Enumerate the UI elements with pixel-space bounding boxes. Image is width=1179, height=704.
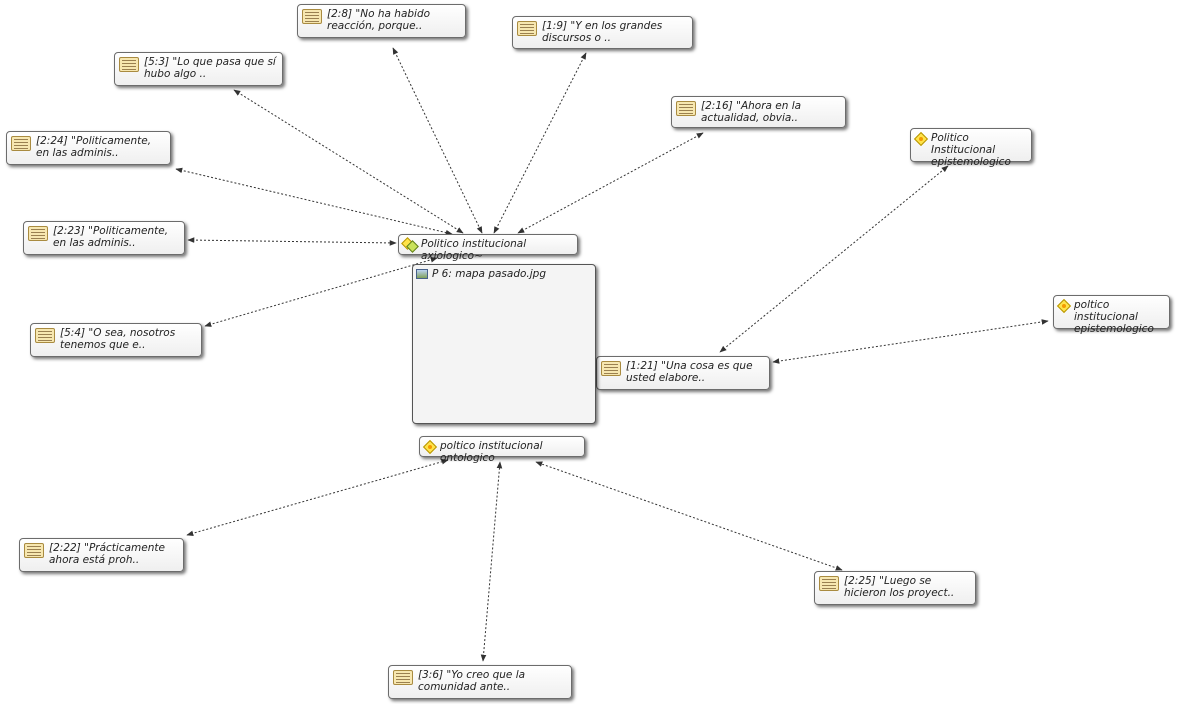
code-label: poltico institucional epistemologico (1074, 299, 1154, 335)
quote-1-9[interactable]: [1:9] "Y en los grandes discursos o .. (512, 16, 693, 49)
quotation-icon (24, 543, 44, 558)
quotation-icon (819, 576, 839, 591)
code-icon (1057, 299, 1071, 313)
link-axio-2-24 (175, 167, 453, 236)
code-epistemologico-1[interactable]: Politico Institucional epistemologico (910, 128, 1032, 168)
code-label: Politico institucional axiologico~ (421, 238, 527, 262)
document-header: P 6: mapa pasado.jpg (413, 265, 546, 283)
primary-document-node[interactable]: P 6: mapa pasado.jpg (412, 264, 596, 424)
quote-2-25[interactable]: [2:25] "Luego se hicieron los proyect.. (814, 571, 976, 605)
quotation-icon (393, 670, 413, 685)
code-label: Politico Institucional epistemologico (931, 132, 1011, 168)
quote-2-16[interactable]: [2:16] "Ahora en la actualidad, obvia.. (671, 96, 846, 128)
quotation-icon (28, 226, 48, 241)
quotation-icon (35, 328, 55, 343)
code-label: poltico institucional ontologico (440, 440, 543, 464)
quote-text: [2:16] "Ahora en la actualidad, obvia.. (701, 100, 802, 124)
quote-2-24[interactable]: [2:24] "Politicamente, en las adminis.. (6, 131, 171, 165)
quotation-icon (676, 101, 696, 116)
link-onto-3-6 (480, 461, 503, 662)
code-epistemologico-2[interactable]: poltico institucional epistemologico (1053, 295, 1170, 335)
quotation-icon (119, 57, 139, 72)
quotation-icon (11, 136, 31, 151)
quote-text: [1:21] "Una cosa es que usted elabore.. (626, 360, 753, 384)
quote-2-22[interactable]: [2:22] "Prácticamente ahora está proh.. (19, 538, 184, 572)
quote-1-21[interactable]: [1:21] "Una cosa es que usted elabore.. (596, 356, 770, 390)
document-title: P 6: mapa pasado.jpg (432, 268, 547, 280)
quote-text: [2:25] "Luego se hicieron los proyect.. (844, 575, 955, 599)
quote-text: [2:22] "Prácticamente ahora está proh.. (49, 542, 165, 566)
link-axio-2-16 (517, 132, 704, 234)
quote-text: [2:23] "Politicamente, en las adminis.. (53, 225, 169, 249)
quotation-icon (302, 9, 322, 24)
link-axio-2-23 (187, 237, 397, 246)
quote-text: [3:6] "Yo creo que la comunidad ante.. (418, 669, 526, 693)
link-epi2-1-21 (772, 319, 1049, 364)
code-ontologico[interactable]: poltico institucional ontologico (419, 436, 585, 464)
quote-3-6[interactable]: [3:6] "Yo creo que la comunidad ante.. (388, 665, 572, 699)
link-axio-5-4 (204, 257, 438, 327)
link-epi1-1-21 (719, 165, 949, 353)
quote-text: [5:3] "Lo que pasa que sí hubo algo .. (144, 56, 276, 80)
code-icon (914, 132, 928, 146)
code-icon (423, 440, 437, 454)
quote-2-8[interactable]: [2:8] "No ha habido reacción, porque.. (297, 4, 466, 38)
code-axiologico[interactable]: Politico institucional axiologico~ (398, 234, 578, 262)
image-document-icon (416, 269, 428, 279)
quote-text: [5:4] "O sea, nosotros tenemos que e.. (60, 327, 176, 351)
link-onto-2-22 (186, 459, 449, 536)
link-axio-5-3 (233, 89, 464, 234)
quote-2-23[interactable]: [2:23] "Politicamente, en las adminis.. (23, 221, 185, 255)
quote-5-4[interactable]: [5:4] "O sea, nosotros tenemos que e.. (30, 323, 202, 357)
quote-text: [2:8] "No ha habido reacción, porque.. (327, 8, 431, 32)
link-axio-1-9 (493, 52, 587, 234)
quotation-icon (601, 361, 621, 376)
quote-text: [1:9] "Y en los grandes discursos o .. (542, 20, 663, 44)
quote-5-3[interactable]: [5:3] "Lo que pasa que sí hubo algo .. (114, 52, 283, 86)
link-axio-2-8 (392, 47, 483, 234)
quotation-icon (517, 21, 537, 36)
quote-text: [2:24] "Politicamente, en las adminis.. (36, 135, 152, 159)
link-onto-2-25 (535, 461, 843, 571)
code-family-icon (402, 238, 418, 252)
